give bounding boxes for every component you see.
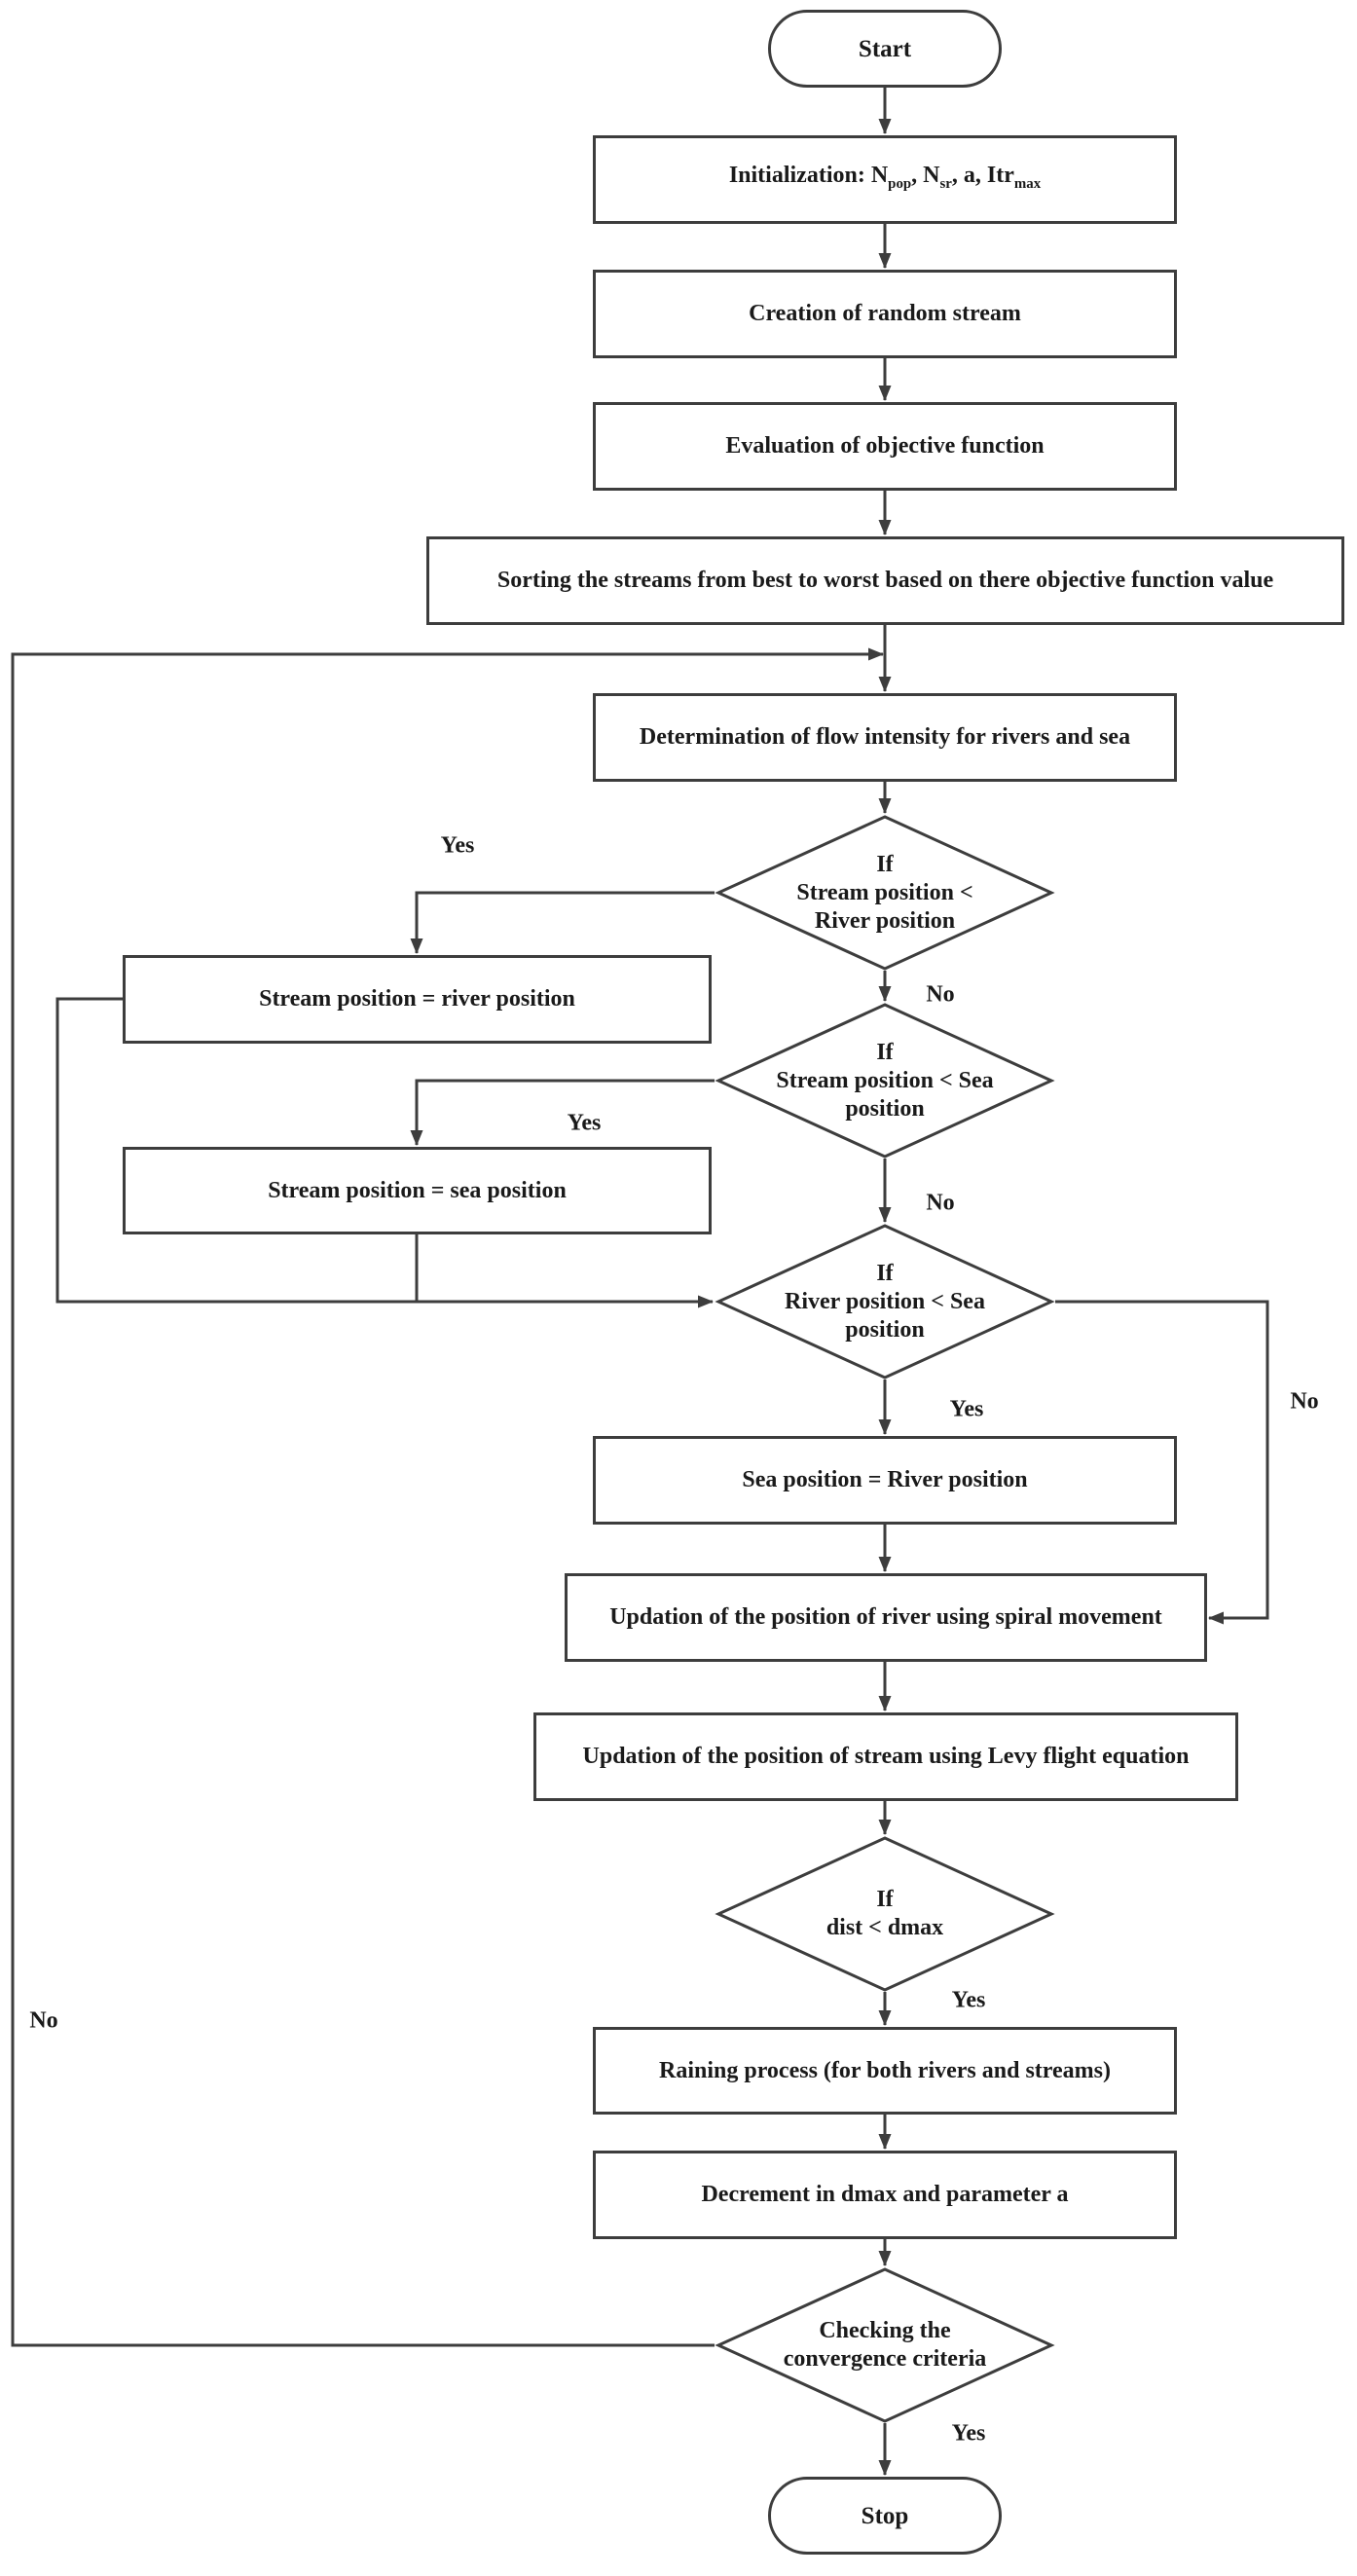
node-update-river-label: Updation of the position of river using … <box>609 1604 1162 1630</box>
node-stop-label: Stop <box>861 2502 909 2529</box>
node-update-stream-label: Updation of the position of stream using… <box>582 1744 1190 1769</box>
diamond-shape <box>715 815 1055 971</box>
node-initialization-label: Initialization: Npop, Nsr, a, Itrmax <box>728 162 1042 192</box>
decision-dist-lt-dmax: If dist < dmax <box>715 1836 1055 1992</box>
edge-d3-updriver-no <box>1055 1300 1269 1625</box>
edge-recta-d3 <box>55 997 714 1308</box>
edge-d5-loop-no <box>11 647 884 2347</box>
node-flow-intensity-label: Determination of flow intensity for rive… <box>639 724 1131 750</box>
diamond-shape <box>715 2267 1055 2423</box>
label-d2-yes: Yes <box>567 1110 602 1136</box>
label-d5-no: No <box>29 2007 58 2034</box>
node-decrement-label: Decrement in dmax and parameter a <box>701 2182 1069 2207</box>
node-start-label: Start <box>858 35 912 62</box>
node-initialization: Initialization: Npop, Nsr, a, Itrmax <box>593 135 1177 224</box>
node-sea-eq-river-label: Sea position = River position <box>742 1467 1028 1492</box>
node-evaluation-label: Evaluation of objective function <box>725 433 1045 459</box>
node-creation-random-stream: Creation of random stream <box>593 270 1177 358</box>
edge-d1-recta-yes <box>410 891 715 954</box>
decision-stream-lt-river: If Stream position < River position <box>715 815 1055 971</box>
decision-river-lt-sea: If River position < Sea position <box>715 1224 1055 1380</box>
diamond-shape <box>715 1836 1055 1992</box>
node-raining-process: Raining process (for both rivers and str… <box>593 2027 1177 2115</box>
node-stream-eq-river-label: Stream position = river position <box>259 986 575 1012</box>
label-d3-yes: Yes <box>949 1396 984 1422</box>
node-creation-label: Creation of random stream <box>749 301 1021 326</box>
decision-stream-lt-sea: If Stream position < Sea position <box>715 1003 1055 1159</box>
node-stream-eq-sea-label: Stream position = sea position <box>268 1177 567 1203</box>
decision-stream-lt-sea-label: If Stream position < Sea position <box>776 1039 994 1122</box>
decision-convergence-label: Checking the convergence criteria <box>783 2318 987 2372</box>
label-d1-yes: Yes <box>440 832 475 859</box>
node-update-river-spiral: Updation of the position of river using … <box>565 1573 1207 1662</box>
node-stream-eq-river: Stream position = river position <box>123 955 712 1044</box>
edge-d2-rectb-yes <box>410 1079 715 1146</box>
node-stop: Stop <box>768 2477 1002 2555</box>
label-d2-no: No <box>926 1190 955 1216</box>
decision-convergence: Checking the convergence criteria <box>715 2267 1055 2423</box>
diamond-shape <box>715 1003 1055 1159</box>
label-d4-yes: Yes <box>951 1987 986 2013</box>
node-evaluation-objective: Evaluation of objective function <box>593 402 1177 491</box>
label-d5-yes: Yes <box>951 2420 986 2447</box>
node-sea-eq-river: Sea position = River position <box>593 1436 1177 1525</box>
decision-river-lt-sea-label: If River position < Sea position <box>785 1260 985 1343</box>
decision-stream-lt-river-label: If Stream position < River position <box>796 851 973 934</box>
node-update-stream-levy: Updation of the position of stream using… <box>533 1712 1238 1801</box>
node-decrement-dmax: Decrement in dmax and parameter a <box>593 2151 1177 2239</box>
label-d1-no: No <box>926 981 955 1008</box>
diamond-shape <box>715 1224 1055 1380</box>
node-stream-eq-sea: Stream position = sea position <box>123 1147 712 1234</box>
label-d3-no: No <box>1290 1388 1319 1415</box>
node-sorting-label: Sorting the streams from best to worst b… <box>496 568 1274 593</box>
node-start: Start <box>768 10 1002 88</box>
node-flow-intensity: Determination of flow intensity for rive… <box>593 693 1177 782</box>
decision-dist-lt-dmax-label: If dist < dmax <box>825 1887 944 1940</box>
node-raining-label: Raining process (for both rivers and str… <box>659 2057 1111 2083</box>
node-sorting-streams: Sorting the streams from best to worst b… <box>426 536 1344 625</box>
